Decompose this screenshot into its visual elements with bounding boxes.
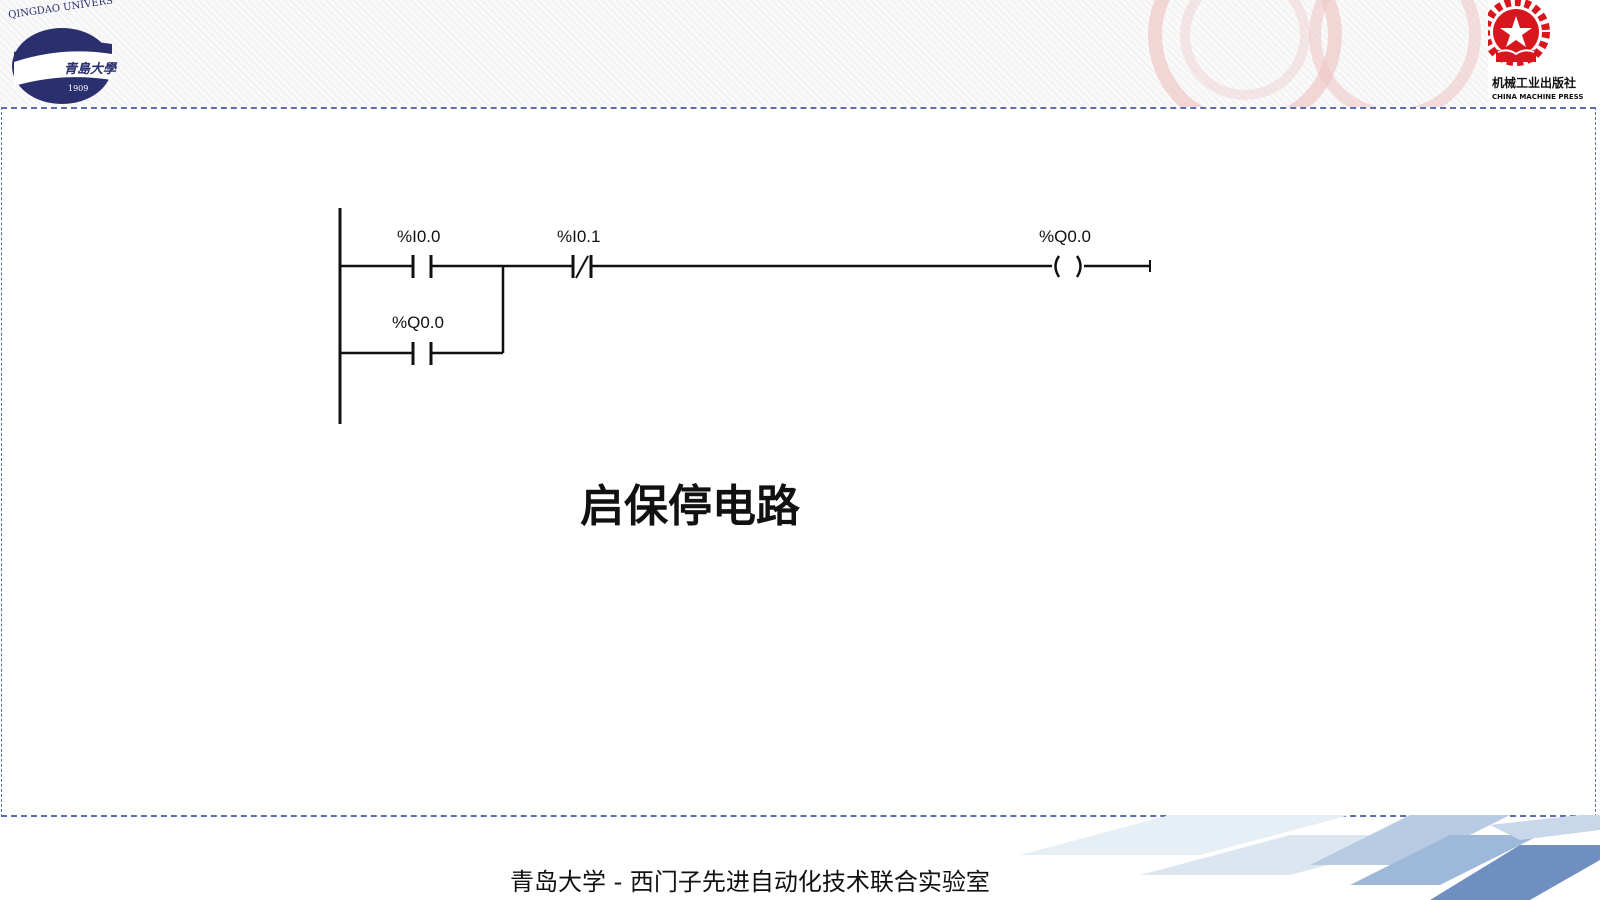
hold-contact: %Q0.0 [392, 313, 444, 365]
circuit-title: 启保停电路 [580, 481, 800, 532]
press-name-en: CHINA MACHINE PRESS [1492, 93, 1584, 101]
content-frame [1, 107, 1596, 817]
university-name: 青島大學 [64, 62, 117, 77]
output-coil-label: %Q0.0 [1039, 227, 1091, 246]
press-name: 机械工业出版社 [1492, 76, 1577, 90]
gear-star-emblem-icon [1488, 0, 1550, 66]
hold-contact-label: %Q0.0 [392, 313, 444, 332]
watermark-rings-icon [1148, 0, 1481, 107]
footer-stripes-decoration [1020, 815, 1600, 900]
start-contact-label: %I0.0 [397, 227, 440, 246]
stop-contact-label: %I0.1 [557, 227, 600, 246]
slide-header: QINGDAO UNIVERSITY 青島大學 1909 机械工业出版社 CHI… [0, 0, 1600, 107]
start-contact: %I0.0 [397, 227, 440, 278]
university-year: 1909 [68, 84, 89, 93]
output-coil: %Q0.0 [1039, 227, 1091, 278]
press-logo: 机械工业出版社 CHINA MACHINE PRESS [1488, 0, 1600, 107]
university-logo: QINGDAO UNIVERSITY 青島大學 1909 [2, 0, 117, 107]
footer-text: 青岛大学 - 西门子先进自动化技术联合实验室 [510, 868, 990, 896]
university-emblem-icon: QINGDAO UNIVERSITY [8, 0, 114, 104]
stop-contact: %I0.1 [557, 227, 600, 279]
